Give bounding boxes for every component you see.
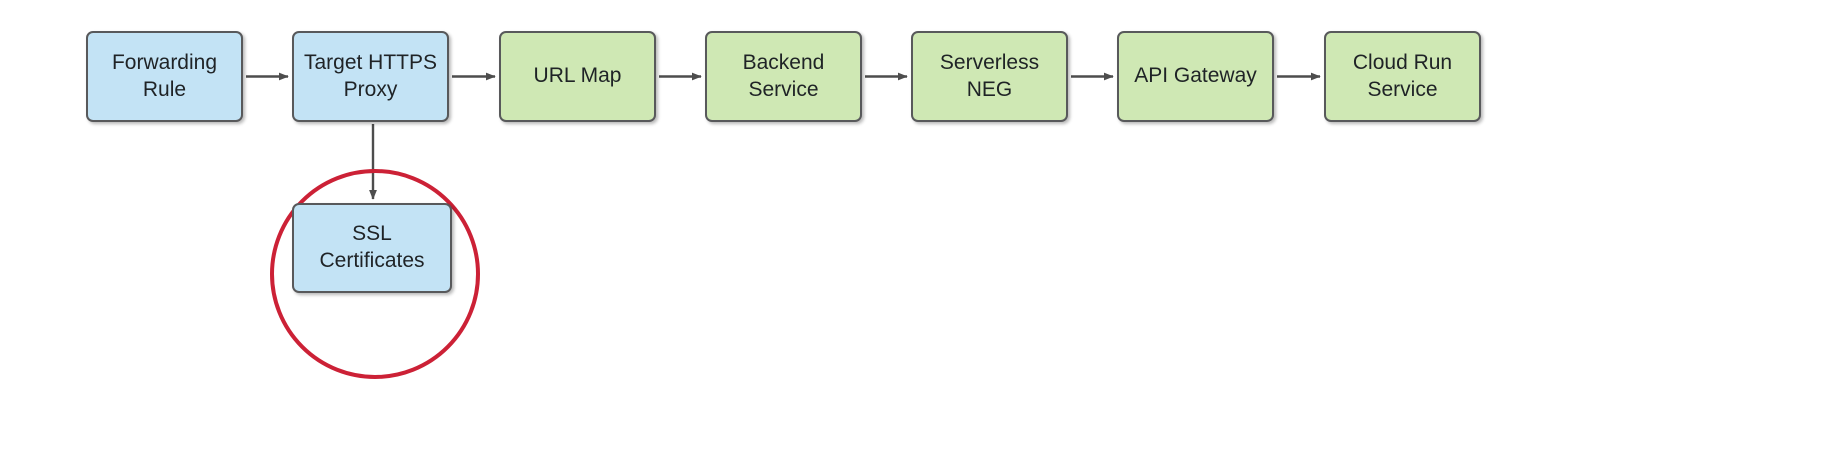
- node-target-https-proxy[interactable]: Target HTTPS Proxy: [292, 31, 449, 122]
- node-cloud-run-service-label: Cloud Run Service: [1352, 50, 1453, 101]
- node-backend-service[interactable]: Backend Service: [705, 31, 862, 122]
- node-url-map-label: URL Map: [533, 64, 622, 88]
- node-backend-service-label: Backend Service: [742, 50, 825, 101]
- node-serverless-neg-label: Serverless NEG: [939, 50, 1040, 101]
- node-url-map[interactable]: URL Map: [499, 31, 656, 122]
- node-serverless-neg[interactable]: Serverless NEG: [911, 31, 1068, 122]
- ssl-highlight-circle-icon: [270, 169, 480, 379]
- node-cloud-run-service[interactable]: Cloud Run Service: [1324, 31, 1481, 122]
- node-ssl-certificates-label: SSL Certificates: [319, 222, 425, 272]
- node-api-gateway-label: API Gateway: [1134, 64, 1257, 88]
- node-target-https-proxy-label: Target HTTPS Proxy: [303, 50, 438, 101]
- node-ssl-certificates[interactable]: SSL Certificates: [292, 203, 452, 293]
- node-forwarding-rule[interactable]: Forwarding Rule: [86, 31, 243, 122]
- node-forwarding-rule-label: Forwarding Rule: [111, 50, 218, 101]
- node-api-gateway[interactable]: API Gateway: [1117, 31, 1274, 122]
